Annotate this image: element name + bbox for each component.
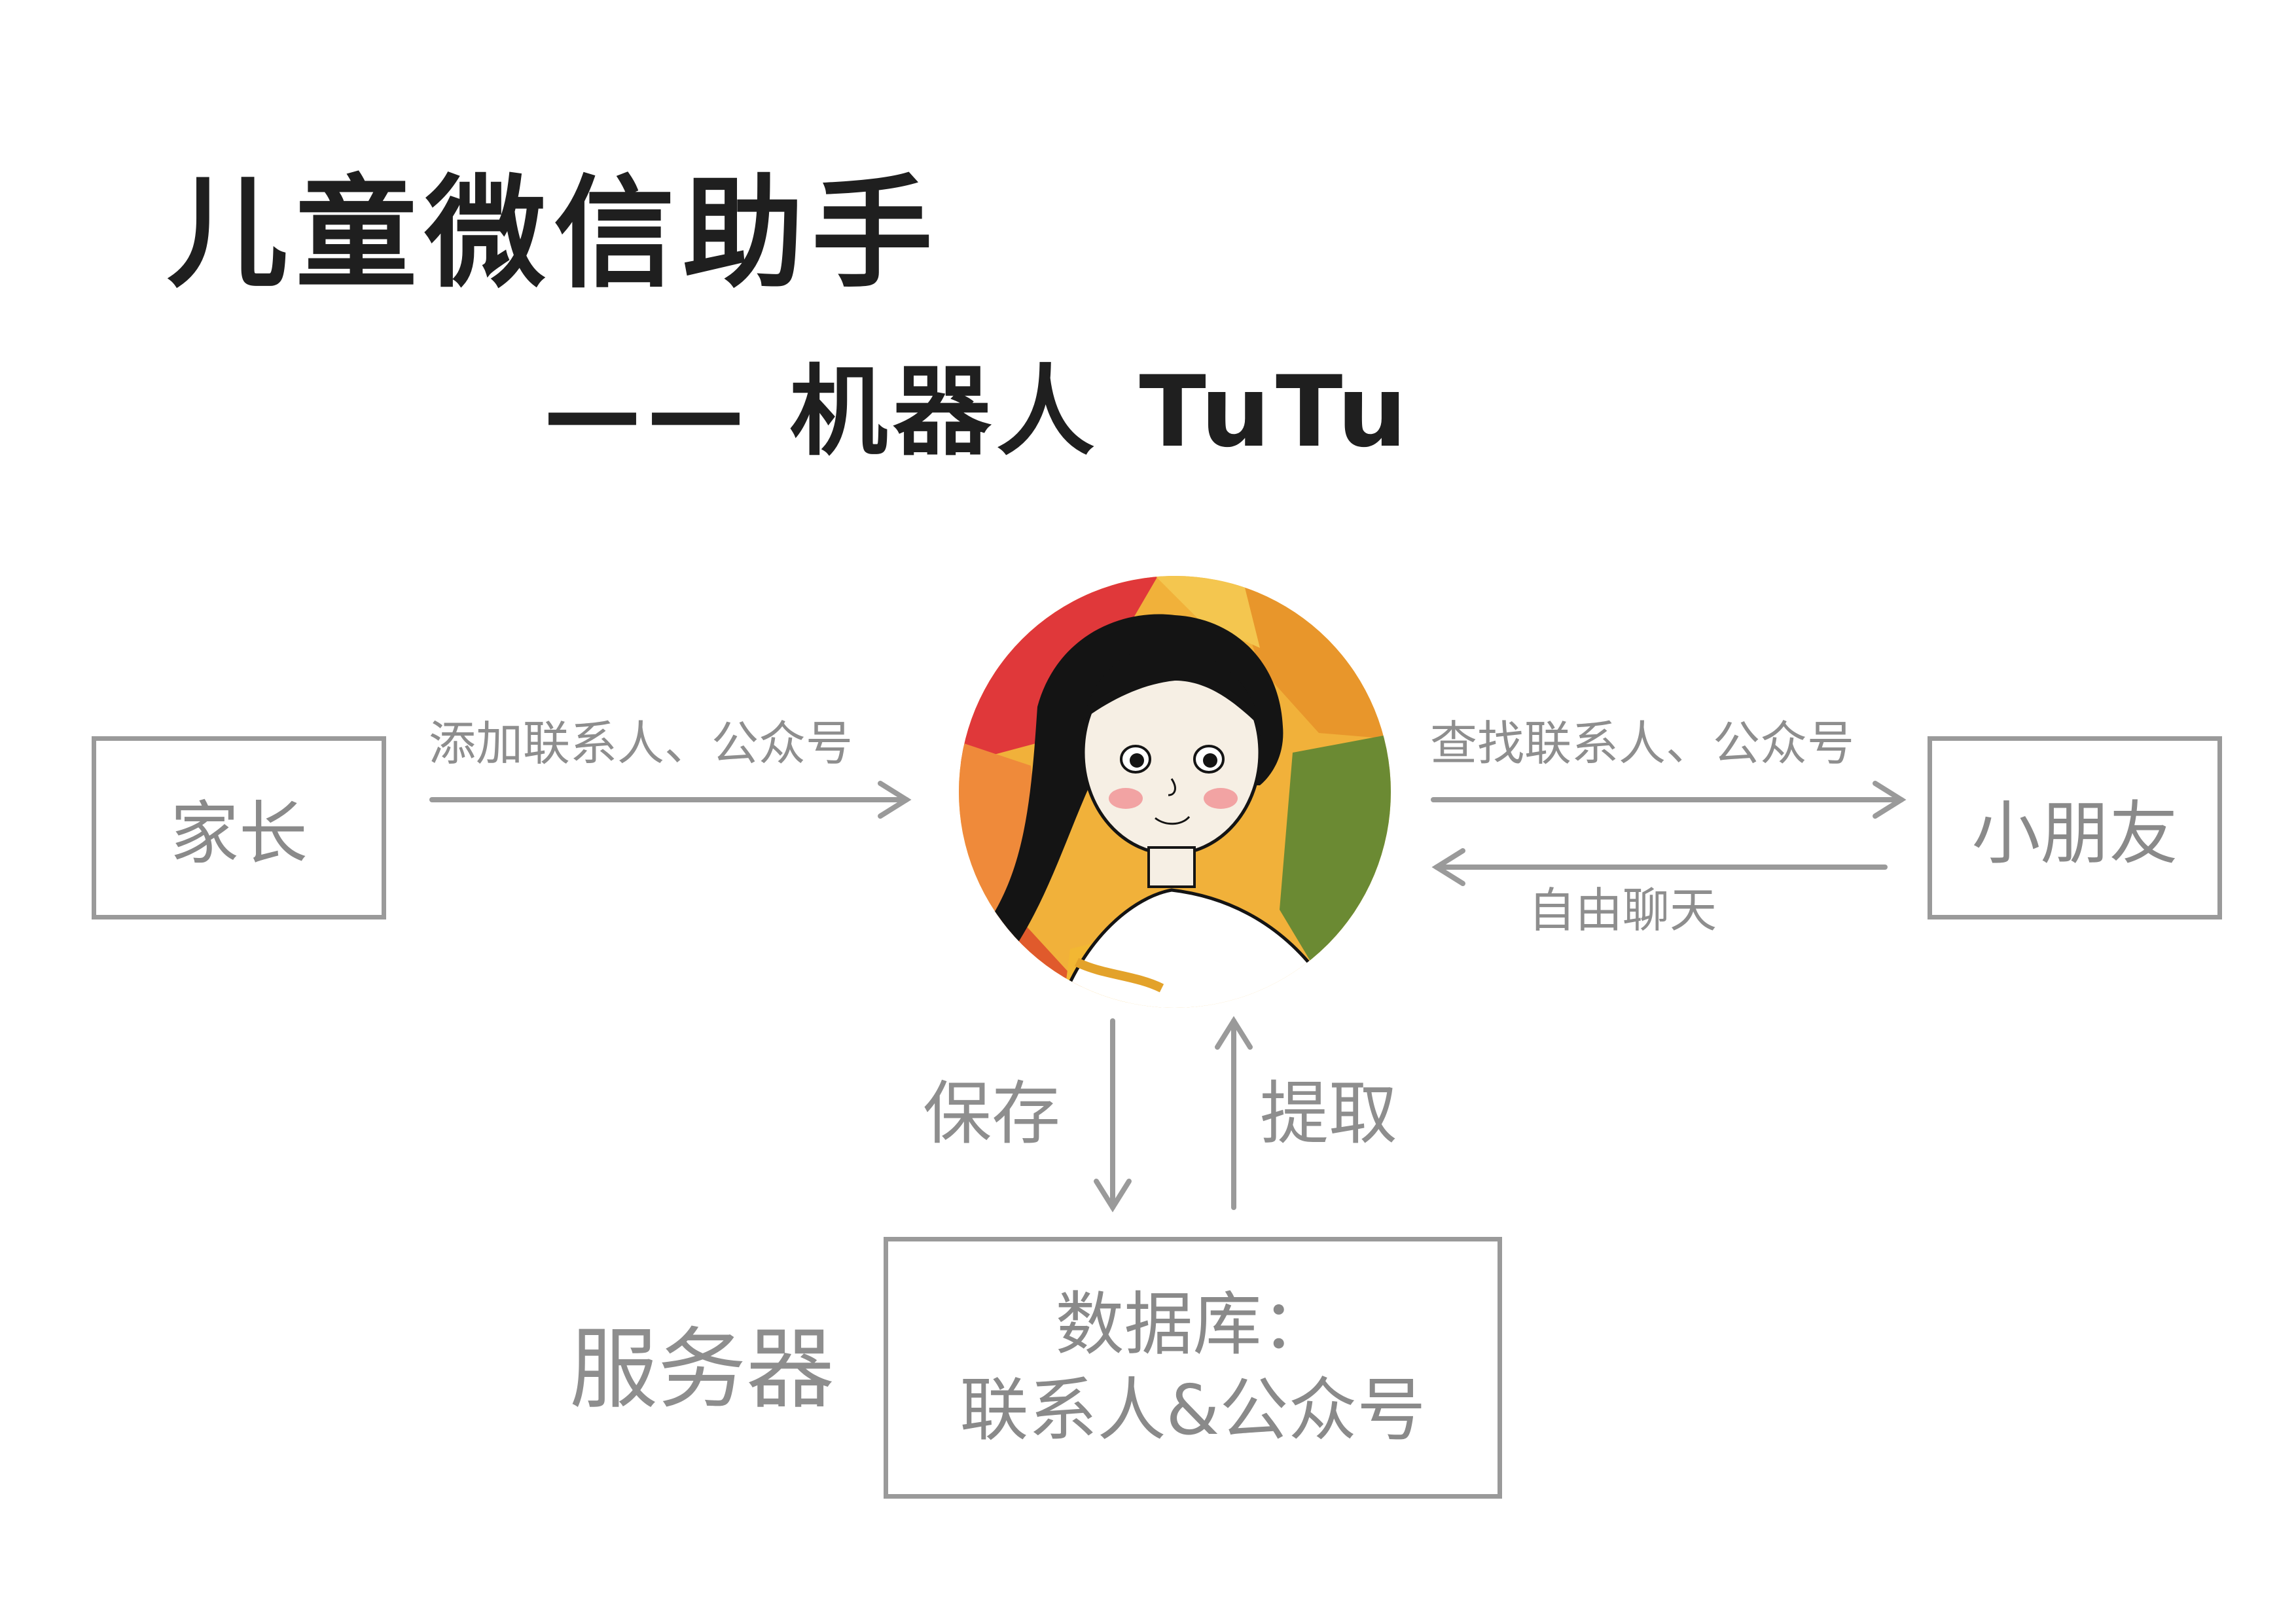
child-label: 小朋友 <box>1971 794 2178 874</box>
edge-label-child-to-robot: 自由聊天 <box>1528 883 1717 938</box>
robot-tutu-avatar <box>959 576 1391 1008</box>
database-node: 数据库： 联系人&公众号 <box>884 1237 1502 1499</box>
arrow-robot-to-db <box>1094 1018 1132 1213</box>
edge-label-robot-to-db: 保存 <box>923 1074 1061 1154</box>
diagram-title: 儿童微信助手 <box>167 163 941 304</box>
database-label-line2: 联系人&公众号 <box>960 1370 1426 1450</box>
parent-label: 家长 <box>170 794 308 874</box>
edge-label-parent-to-robot: 添加联系人、公众号 <box>429 716 853 771</box>
edge-label-db-to-robot: 提取 <box>1260 1074 1398 1154</box>
arrow-robot-to-child <box>1431 781 1907 819</box>
edge-label-robot-to-child: 查找联系人、公众号 <box>1430 716 1855 771</box>
database-label-line1: 数据库： <box>1055 1284 1331 1364</box>
server-label: 服务器 <box>569 1318 834 1421</box>
arrow-child-to-robot <box>1431 848 1888 886</box>
diagram-subtitle: —— 机器人 TuTu <box>543 355 1412 469</box>
arrow-db-to-robot <box>1215 1016 1253 1210</box>
child-node: 小朋友 <box>1928 736 2222 919</box>
arrow-parent-to-robot <box>429 781 912 819</box>
parent-node: 家长 <box>92 736 386 919</box>
